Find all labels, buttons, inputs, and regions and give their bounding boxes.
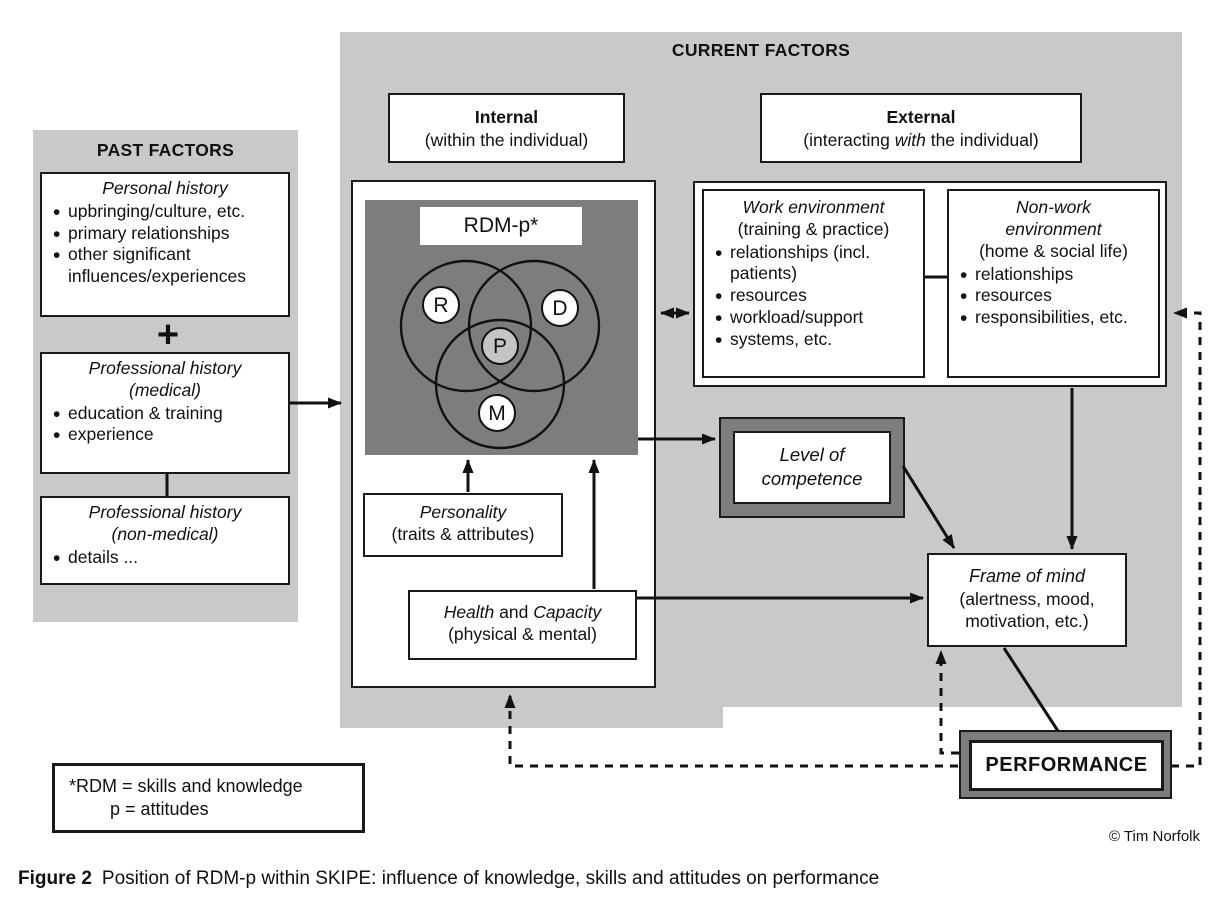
non-work-environment-box: Non-work environment (home & social life… <box>947 189 1160 378</box>
professional-medical-bullets: education & trainingexperience <box>42 402 288 449</box>
external-subtitle: (interacting with the individual) <box>762 129 1080 152</box>
personality-subtitle: (traits & attributes) <box>391 523 535 544</box>
frame-of-mind-line3: motivation, etc.) <box>965 611 1089 632</box>
external-label-box: External (interacting with the individua… <box>760 93 1082 163</box>
non-work-title-line1: Non-work <box>1016 197 1091 217</box>
rdm-p-box: R D P M RDM-p* <box>365 200 638 455</box>
bullet-item: experience <box>52 423 282 449</box>
level-of-competence-line1: Level of <box>779 444 845 465</box>
bullet-item: primary relationships <box>52 222 282 248</box>
current-factors-title: CURRENT FACTORS <box>671 40 851 60</box>
level-of-competence-box: Level of competence <box>733 431 891 504</box>
personality-title: Personality <box>419 502 507 522</box>
bullet-item: systems, etc. <box>714 328 917 354</box>
figure-caption-label: Figure 2 <box>18 868 92 889</box>
r-node <box>422 286 460 324</box>
professional-non-medical-subtitle: (non-medical) <box>111 523 219 544</box>
performance-frame: PERFORMANCE <box>959 730 1172 799</box>
performance-label: PERFORMANCE <box>985 754 1148 776</box>
external-subtitle-post: the individual) <box>925 129 1039 150</box>
bullet-item: resources <box>714 284 917 310</box>
health-word: Health <box>443 602 495 622</box>
professional-medical-box: Professional history (medical) education… <box>40 352 290 474</box>
bullet-item: details ... <box>52 546 282 572</box>
level-of-competence-frame: Level of competence <box>719 417 905 518</box>
p-node <box>481 327 519 365</box>
professional-non-medical-bullets: details ... <box>42 546 288 572</box>
venn-circle-m <box>434 318 566 450</box>
professional-medical-subtitle: (medical) <box>129 379 201 400</box>
d-node <box>541 289 579 327</box>
health-capacity-title: Health and Capacity <box>410 602 635 624</box>
rdm-p-label: RDM-p* <box>420 207 582 245</box>
figure-caption: Figure 2 Position of RDM-p within SKIPE: … <box>18 868 1198 890</box>
venn-circle-d <box>467 259 601 393</box>
past-factors-panel: PAST FACTORS Personal history upbringing… <box>33 130 298 622</box>
plus-sign: + <box>156 314 180 356</box>
venn-circle-r <box>399 259 533 393</box>
bullet-item: other significant influences/experiences <box>52 243 282 287</box>
internal-title: Internal <box>474 107 539 127</box>
personal-history-bullets: upbringing/culture, etc.primary relation… <box>42 200 288 288</box>
non-work-subtitle: (home & social life) <box>979 240 1128 261</box>
professional-medical-title: Professional history <box>88 358 242 378</box>
figure-caption-text: Position of RDM-p within SKIPE: influenc… <box>101 868 880 889</box>
bullet-item: relationships (incl. patients) <box>714 241 917 285</box>
bullet-item: responsibilities, etc. <box>959 306 1152 332</box>
work-environment-box: Work environment (training & practice) r… <box>702 189 925 378</box>
external-subtitle-em: with <box>894 129 926 150</box>
health-capacity-box: Health and Capacity (physical & mental) <box>408 590 637 660</box>
d-letter: D <box>552 297 567 320</box>
frame-of-mind-title: Frame of mind <box>968 566 1086 586</box>
work-environment-bullets: relationships (incl. patients)resourcesw… <box>704 241 923 354</box>
health-capacity-subtitle: (physical & mental) <box>448 623 597 644</box>
m-letter: M <box>488 402 506 425</box>
current-factors-panel-extension <box>340 707 723 728</box>
non-work-title-line2: environment <box>1005 218 1102 239</box>
m-node <box>478 394 516 432</box>
work-environment-subtitle: (training & practice) <box>737 218 890 239</box>
personal-history-box: Personal history upbringing/culture, etc… <box>40 172 290 317</box>
bullet-item: upbringing/culture, etc. <box>52 200 282 226</box>
past-factors-title: PAST FACTORS <box>96 140 235 160</box>
internal-subtitle: (within the individual) <box>424 129 589 150</box>
p-letter: P <box>493 335 507 358</box>
frame-of-mind-line2: (alertness, mood, <box>959 589 1095 610</box>
copyright-text: © Tim Norfolk <box>1108 828 1200 845</box>
performance-box: PERFORMANCE <box>969 740 1164 791</box>
internal-label-box: Internal (within the individual) <box>388 93 625 163</box>
legend-box: *RDM = skills and knowledge p = attitude… <box>52 763 365 833</box>
bullet-item: relationships <box>959 263 1152 289</box>
bullet-item: workload/support <box>714 306 917 332</box>
professional-non-medical-title: Professional history <box>88 502 242 522</box>
professional-non-medical-box: Professional history (non-medical) detai… <box>40 496 290 585</box>
and-word: and <box>494 602 534 622</box>
capacity-word: Capacity <box>533 602 602 622</box>
non-work-bullets: relationshipsresourcesresponsibilities, … <box>949 263 1158 332</box>
frame-of-mind-box: Frame of mind (alertness, mood, motivati… <box>927 553 1127 647</box>
personality-box: Personality (traits & attributes) <box>363 493 563 557</box>
rdm-venn-diagram: R D P M <box>399 259 601 450</box>
r-letter: R <box>433 294 448 317</box>
legend-line1: *RDM = skills and knowledge <box>69 776 303 796</box>
bullet-item: education & training <box>52 402 282 428</box>
external-title: External <box>886 107 956 127</box>
bullet-item: resources <box>959 284 1152 310</box>
work-environment-title: Work environment <box>742 197 885 217</box>
legend-line2: p = attitudes <box>110 799 209 820</box>
level-of-competence-line2: competence <box>761 468 863 490</box>
personal-history-title: Personal history <box>102 178 228 198</box>
external-subtitle-pre: (interacting <box>803 129 895 150</box>
